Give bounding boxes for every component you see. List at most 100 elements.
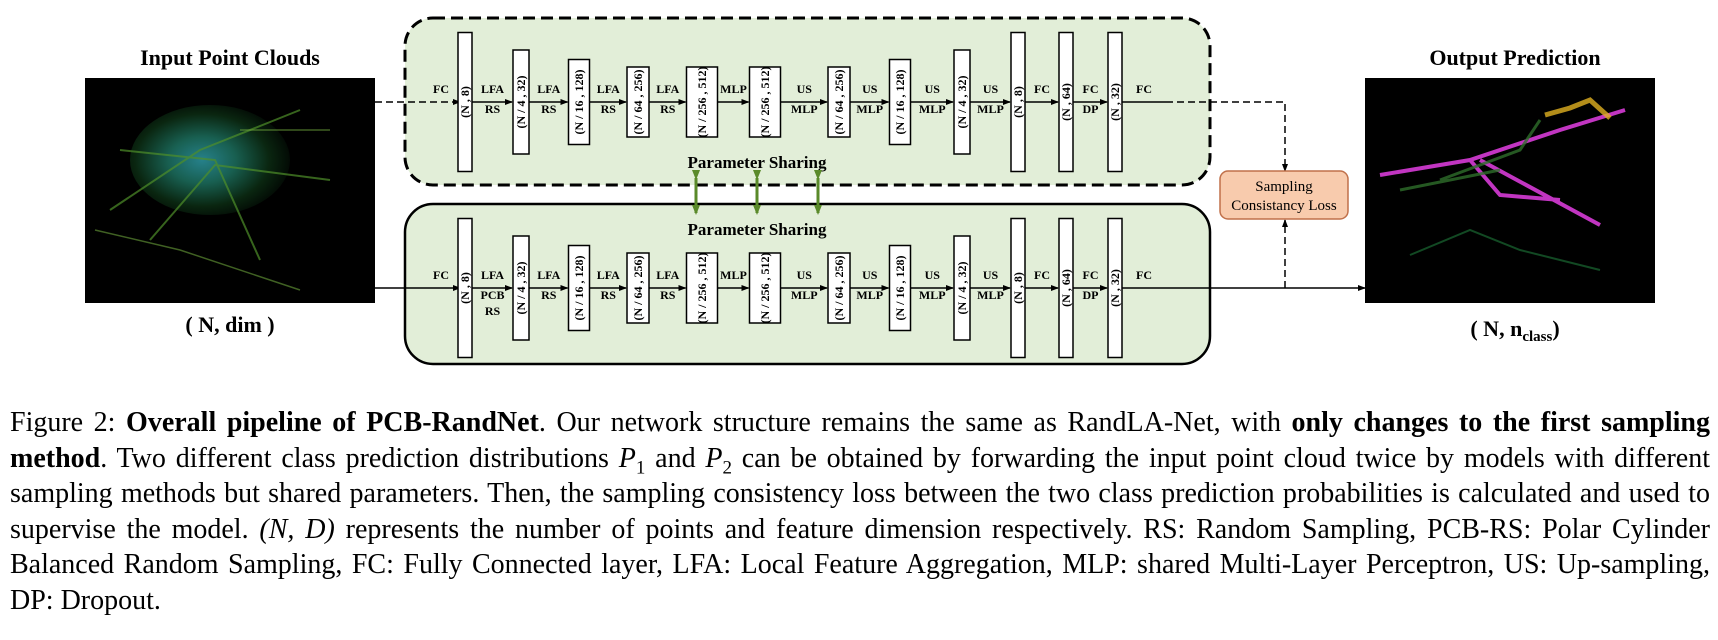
caption-p1-sub: 1: [635, 457, 646, 479]
top-operation-label: FC: [1136, 82, 1152, 96]
bottom-layer-dim-label: (N / 4 , 32): [514, 262, 528, 315]
bottom-operation-label: MLP: [856, 288, 883, 302]
bottom-layer-dim-label: (N , 32): [1108, 269, 1122, 307]
bottom-operation-label: US: [983, 268, 999, 282]
output-dim-label: ( N, nclass): [1470, 316, 1559, 345]
caption-text-5: represents the number of points and feat…: [10, 513, 1711, 616]
top-layer-box: [685, 66, 719, 138]
top-network-layers: (N , 8) (N / 4 , 32) (N / 16 , 128) (N / 64…: [433, 31, 1166, 173]
bottom-layer-box: [626, 252, 650, 324]
caption-text-4: can be obtained by forwarding the input …: [10, 442, 1711, 545]
bottom-operation-label: MLP: [977, 288, 1004, 302]
figure-caption: Figure 2: Overall pipeline of PCB-RandNe…: [10, 405, 1710, 618]
bottom-layer-box: [1010, 217, 1026, 359]
bottom-layer-box: [748, 252, 782, 324]
caption-text-2: . Two different class prediction distrib…: [100, 442, 619, 474]
top-operation-label: FC: [1034, 82, 1050, 96]
bottom-network-layers: (N , 8) (N / 4 , 32) (N / 16 , 128) (N / 64…: [433, 217, 1166, 359]
caption-p1: P: [618, 442, 636, 474]
top-operation-label: US: [925, 82, 941, 96]
bottom-layer-dim-label: (N / 64 , 256): [631, 256, 645, 321]
top-operation-label: RS: [541, 102, 557, 116]
top-layer-box: [626, 66, 650, 138]
output-title: Output Prediction: [1429, 45, 1600, 70]
top-operation-label: MLP: [919, 102, 946, 116]
bottom-operation-label: US: [797, 268, 813, 282]
top-operation-label: FC: [433, 82, 449, 96]
bottom-layer-dim-label: (N , 64): [1059, 269, 1073, 307]
top-operation-label: LFA: [597, 82, 620, 96]
bottom-layer-dim-label: (N , 8): [1011, 272, 1025, 304]
bottom-operation-label: US: [862, 268, 878, 282]
bottom-operation-label: FC: [1083, 268, 1099, 282]
input-point-cloud-image: [85, 78, 375, 303]
bottom-layer-box: [888, 244, 912, 332]
top-layer-dim-label: (N / 4 , 32): [955, 76, 969, 129]
top-layer-dim-label: (N , 8): [1011, 86, 1025, 118]
bottom-operation-label: FC: [1034, 268, 1050, 282]
bottom-operation-label: RS: [541, 288, 557, 302]
loss-label-line2: Consistancy Loss: [1231, 198, 1337, 214]
input-dim-label: ( N, dim ): [185, 312, 274, 337]
top-operation-label: LFA: [537, 82, 560, 96]
caption-label: Figure 2:: [10, 407, 127, 438]
bottom-operation-label: LFA: [656, 268, 679, 282]
bottom-layer-box: [827, 252, 851, 324]
top-operation-label: US: [797, 82, 813, 96]
top-operation-label: RS: [485, 102, 501, 116]
input-title: Input Point Clouds: [140, 45, 320, 70]
bottom-layer-box: [512, 235, 530, 341]
bottom-operation-label: DP: [1083, 288, 1099, 302]
bottom-network-block: [403, 202, 1212, 366]
bottom-layer-dim-label: (N / 16 , 128): [893, 256, 907, 321]
top-layer-box: [748, 66, 782, 138]
top-layer-box: [888, 58, 912, 146]
bottom-operation-label: FC: [433, 268, 449, 282]
top-layer-dim-label: (N / 64 , 256): [832, 70, 846, 135]
bottom-layer-box: [1058, 217, 1074, 359]
top-layer-box: [512, 49, 530, 155]
top-layer-dim-label: (N / 16 , 128): [572, 70, 586, 135]
top-operation-label: LFA: [481, 82, 504, 96]
bottom-operation-label: LFA: [597, 268, 620, 282]
top-operation-label: FC: [1083, 82, 1099, 96]
bottom-layer-box: [953, 235, 971, 341]
top-layer-box: [1107, 31, 1123, 173]
bottom-layer-dim-label: (N , 8): [458, 272, 472, 304]
top-layer-box: [953, 49, 971, 155]
bottom-layer-box: [457, 217, 473, 359]
parameter-sharing-label-bottom: Parameter Sharing: [688, 220, 827, 239]
top-operation-label: RS: [601, 102, 617, 116]
caption-emphasis: only changes to the first sampling metho…: [10, 407, 1710, 474]
bottom-layer-dim-label: (N / 64 , 256): [832, 256, 846, 321]
bottom-layer-dim-label: (N / 256 , 512): [695, 253, 709, 324]
bottom-layer-box: [567, 244, 591, 332]
caption-p2-sub: 2: [722, 457, 733, 479]
top-operation-label: MLP: [720, 82, 747, 96]
bottom-operation-label: RS: [660, 288, 676, 302]
sampling-consistency-loss-box: [1219, 170, 1349, 220]
caption-p2: P: [705, 442, 723, 474]
parameter-sharing-arrows: [692, 170, 822, 215]
top-operation-label: MLP: [977, 102, 1004, 116]
top-layer-dim-label: (N , 8): [458, 86, 472, 118]
bottom-operation-label: LFA: [481, 268, 504, 282]
top-layer-dim-label: (N / 256 , 512): [695, 67, 709, 138]
caption-text-3: and: [645, 442, 706, 474]
bottom-operation-label: LFA: [537, 268, 560, 282]
top-layer-dim-label: (N / 64 , 256): [631, 70, 645, 135]
bottom-operation-label: RS: [601, 288, 617, 302]
output-prediction-image: [1365, 78, 1655, 303]
top-operation-label: LFA: [656, 82, 679, 96]
top-layer-dim-label: (N / 16 , 128): [893, 70, 907, 135]
bottom-layer-dim-label: (N / 256 , 512): [758, 253, 772, 324]
top-layer-box: [1010, 31, 1026, 173]
top-layer-box: [457, 31, 473, 173]
bottom-operation-label: US: [925, 268, 941, 282]
bottom-operation-label: RS: [485, 304, 501, 318]
top-layer-box: [827, 66, 851, 138]
parameter-sharing-label-top: Parameter Sharing: [688, 153, 827, 172]
caption-text-1: . Our network structure remains the same…: [538, 407, 1292, 438]
top-operation-label: MLP: [791, 102, 818, 116]
